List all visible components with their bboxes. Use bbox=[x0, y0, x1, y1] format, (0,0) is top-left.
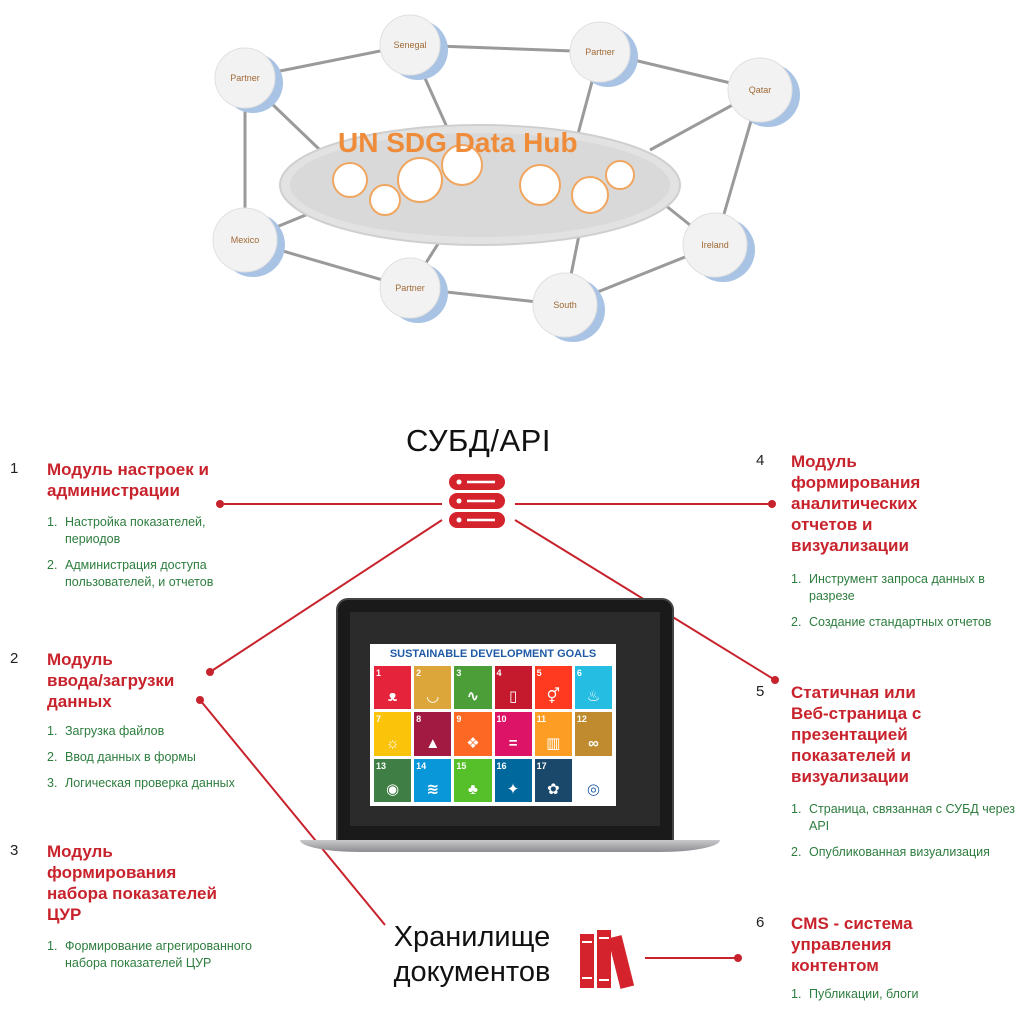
sdg-tile: 4▯ bbox=[494, 666, 532, 710]
equal-icon: = bbox=[508, 734, 518, 752]
list-item: 1.Страница, связанная с СУБД через API bbox=[791, 802, 1016, 833]
sdg-tile: 8▲ bbox=[414, 712, 452, 756]
heartbeat-icon: ∿ bbox=[466, 688, 480, 706]
module-4-number: 4 bbox=[756, 452, 765, 469]
sun-icon: ☼ bbox=[385, 734, 400, 752]
svg-text:Ireland: Ireland bbox=[701, 240, 729, 250]
svg-text:Partner: Partner bbox=[230, 73, 260, 83]
people-icon: ᴥ bbox=[387, 688, 398, 706]
book-icon: ▯ bbox=[508, 688, 518, 706]
module-5-number: 5 bbox=[756, 683, 765, 700]
sdg-tile: 9❖ bbox=[454, 712, 492, 756]
sdg-wheel-icon: ◎ bbox=[586, 780, 600, 798]
sdg-tile: 12∞ bbox=[574, 712, 612, 756]
svg-text:Partner: Partner bbox=[395, 283, 425, 293]
database-icon bbox=[449, 474, 505, 528]
sdg-data-hub-diagram: UN SDG Data Hub Senegal Partner Partner … bbox=[212, 14, 800, 342]
hub-mini-thumbnails bbox=[332, 144, 635, 216]
list-item: 1.Инструмент запроса данных в разрезе bbox=[791, 572, 985, 603]
sdg-tile: ◎ bbox=[574, 758, 612, 802]
sdg-tile: 11▥ bbox=[534, 712, 572, 756]
sdg-tile: 13◉ bbox=[374, 758, 412, 802]
list-item: 1.Формирование агрегированного набора по… bbox=[47, 939, 252, 970]
fish-icon: ≋ bbox=[426, 780, 440, 798]
list-item: 2.Администрация доступа пользователей, и… bbox=[47, 558, 214, 589]
hub-node-senegal: Senegal bbox=[379, 14, 448, 80]
hub-node-partner-3: Partner bbox=[379, 257, 448, 323]
hub-node-qatar: Qatar bbox=[727, 57, 800, 127]
module-5-list: 1.Страница, связанная с СУБД через API 2… bbox=[791, 801, 1023, 870]
list-item: 1.Загрузка файлов bbox=[47, 724, 165, 738]
list-item: 1.Публикации, блоги bbox=[791, 987, 919, 1001]
hub-title: UN SDG Data Hub bbox=[338, 127, 578, 158]
module-2-number: 2 bbox=[10, 650, 19, 667]
list-item: 3.Логическая проверка данных bbox=[47, 776, 235, 790]
sdg-tile: 15♣ bbox=[454, 758, 492, 802]
dbms-api-title: СУБД/API bbox=[406, 423, 551, 458]
hub-node-mexico: Mexico bbox=[212, 207, 285, 277]
svg-text:Mexico: Mexico bbox=[231, 235, 260, 245]
hub-node-south: South bbox=[532, 272, 605, 342]
sdg-tile: 17✿ bbox=[534, 758, 572, 802]
infinity-icon: ∞ bbox=[588, 734, 599, 752]
tree-icon: ♣ bbox=[467, 780, 478, 798]
growth-icon: ▲ bbox=[425, 734, 441, 752]
module-1-list: 1.Настройка показателей, периодов 2.Адми… bbox=[47, 514, 262, 600]
water-icon: ♨ bbox=[586, 688, 601, 706]
bowl-icon: ◡ bbox=[426, 688, 439, 706]
list-item: 1.Настройка показателей, периодов bbox=[47, 515, 206, 546]
module-3-list: 1.Формирование агрегированного набора по… bbox=[47, 938, 257, 981]
books-icon bbox=[580, 930, 635, 989]
sdg-tile: 16✦ bbox=[494, 758, 532, 802]
sdg-tile: 14≋ bbox=[414, 758, 452, 802]
cubes-icon: ❖ bbox=[466, 734, 480, 752]
eye-icon: ◉ bbox=[386, 780, 400, 798]
svg-text:Senegal: Senegal bbox=[393, 40, 426, 50]
list-item: 2.Опубликованная визуализация bbox=[791, 845, 990, 859]
sdg-tile: 6♨ bbox=[574, 666, 612, 710]
hub-node-ireland: Ireland bbox=[682, 212, 755, 282]
module-6-list: 1.Публикации, блоги bbox=[791, 986, 1011, 1012]
laptop-base bbox=[300, 840, 720, 852]
gender-icon: ⚥ bbox=[546, 688, 561, 706]
hub-node-partner-1: Partner bbox=[214, 47, 283, 113]
module-3-number: 3 bbox=[10, 842, 19, 859]
sdg-tile: 2◡ bbox=[414, 666, 452, 710]
hub-node-partner-2: Partner bbox=[569, 21, 638, 87]
module-4-list: 1.Инструмент запроса данных в разрезе 2.… bbox=[791, 571, 1023, 640]
sdg-tile: 5⚥ bbox=[534, 666, 572, 710]
svg-text:South: South bbox=[553, 300, 577, 310]
rings-icon: ✿ bbox=[546, 780, 560, 798]
buildings-icon: ▥ bbox=[546, 734, 561, 752]
svg-text:Qatar: Qatar bbox=[749, 85, 772, 95]
module-6-number: 6 bbox=[756, 914, 765, 931]
list-item: 2. Ввод данных в формы bbox=[47, 750, 196, 764]
dove-icon: ✦ bbox=[506, 780, 520, 798]
svg-text:Partner: Partner bbox=[585, 47, 615, 57]
module-1-number: 1 bbox=[10, 460, 19, 477]
sdg-panel-header: SUSTAINABLE DEVELOPMENT GOALS bbox=[389, 648, 597, 660]
sdg-tile: 10= bbox=[494, 712, 532, 756]
sdg-tile: 3∿ bbox=[454, 666, 492, 710]
sdg-tile: 7☼ bbox=[374, 712, 412, 756]
list-item: 2.Создание стандартных отчетов bbox=[791, 615, 992, 629]
module-2-list: 1.Загрузка файлов 2. Ввод данных в формы… bbox=[47, 723, 277, 801]
